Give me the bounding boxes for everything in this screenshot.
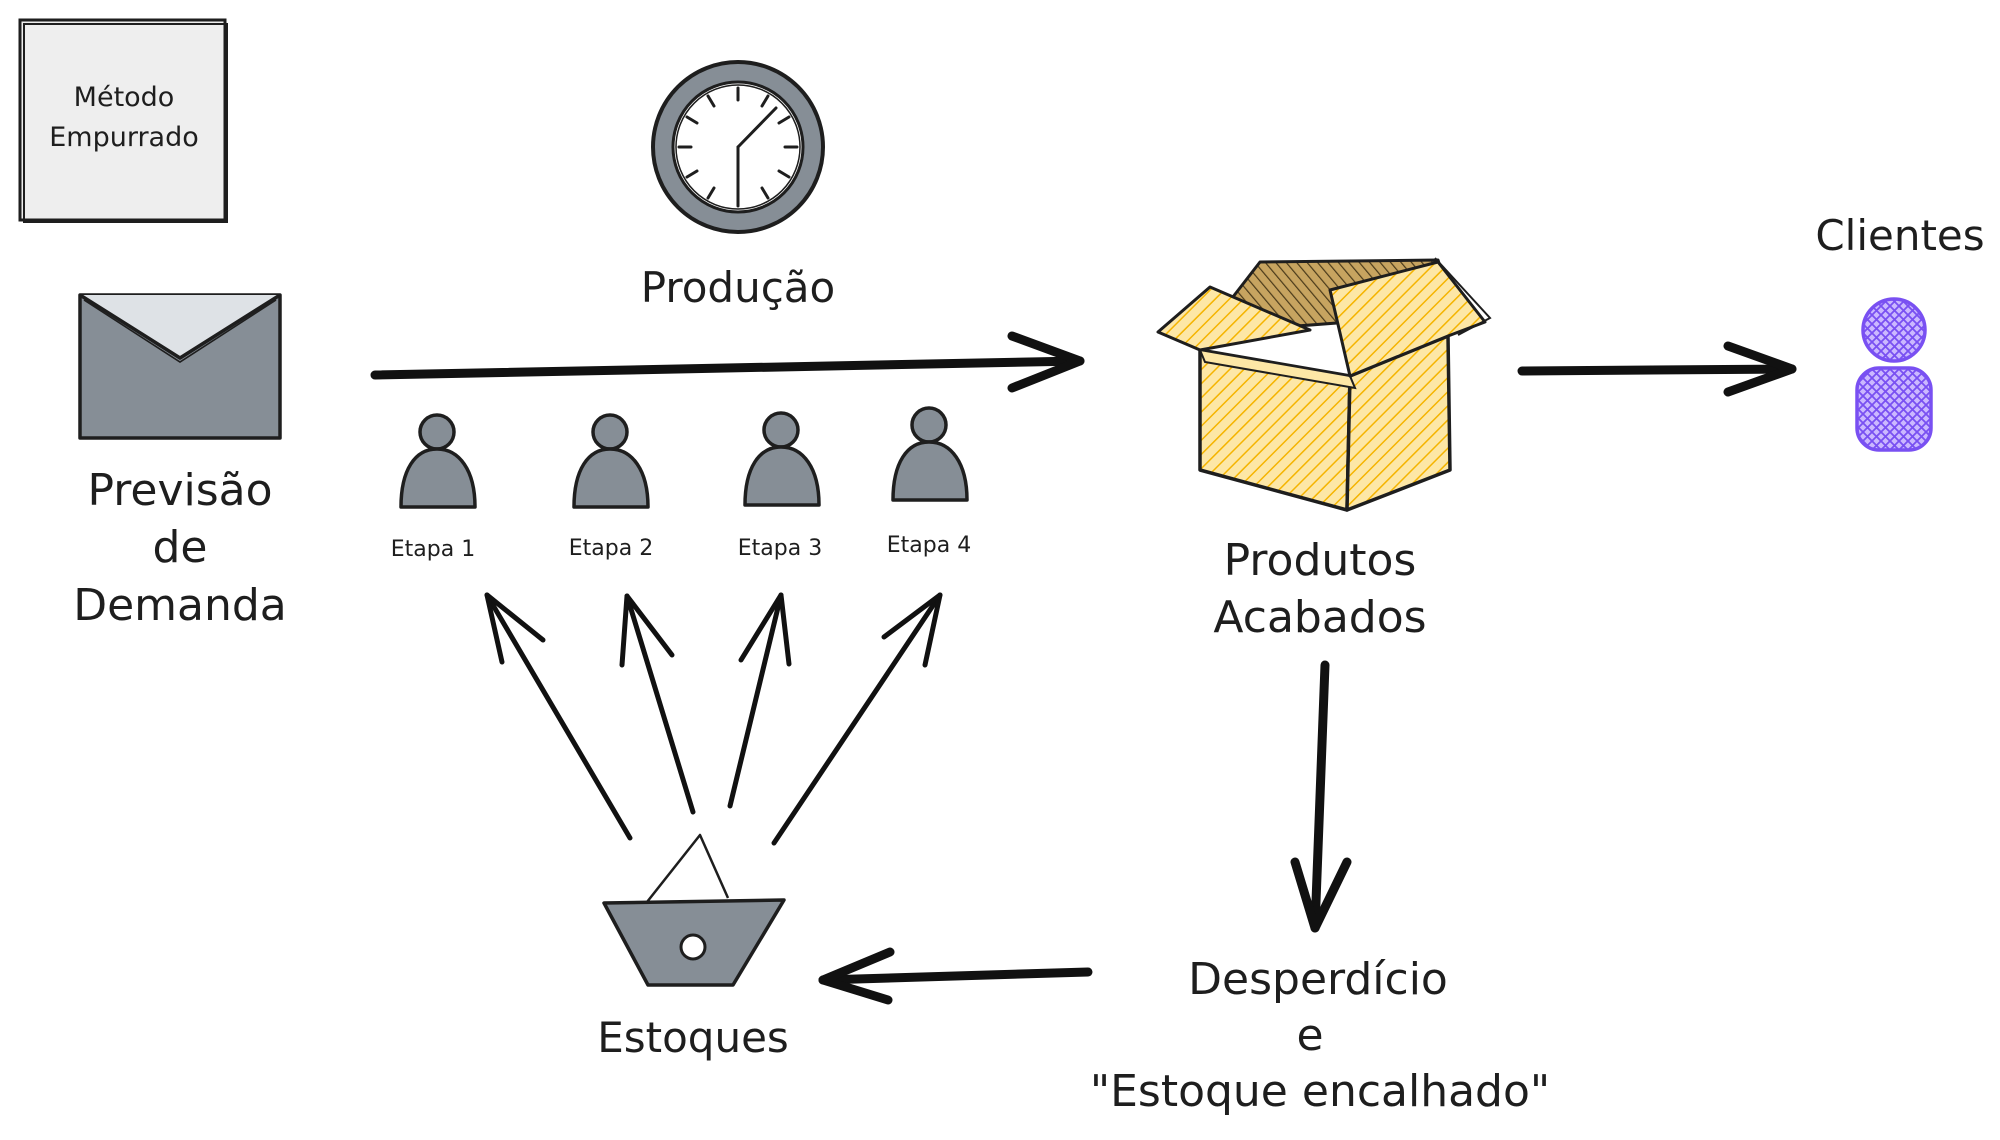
waste-line3: "Estoque encalhado" [1090,1066,1550,1117]
box-icon [1156,257,1492,512]
inventory-arrow [818,947,1093,1005]
waste-line1: Desperdício [1188,954,1448,1005]
arrow-to-stage-4 [771,592,943,846]
method-box-line2: Empurrado [49,122,199,153]
inventory-label: Estoques [597,1013,789,1062]
stage-label-1: Etapa 1 [391,537,475,562]
clock-icon [651,60,825,234]
envelope-icon [78,293,282,440]
worker-icon-1 [399,413,477,509]
production-arrow [370,331,1085,393]
clients-label: Clientes [1815,211,1984,260]
worker-icon-4 [891,406,969,502]
worker-icon-3 [743,411,821,507]
client-icon [1855,297,1933,452]
stage-label-2: Etapa 2 [569,536,653,561]
method-box-line1: Método [74,82,175,113]
method-box: Método Empurrado [18,18,228,223]
forecast-line1: Previsão [87,465,272,516]
stage-label-4: Etapa 4 [887,533,971,558]
finished-products-label: Produtos Acabados [1213,535,1426,643]
forecast-line3: Demanda [73,580,287,631]
arrow-to-stage-2 [619,593,696,815]
arrow-to-stage-1 [484,592,633,841]
finished-line1: Produtos [1224,535,1417,586]
stage-label-3: Etapa 3 [738,536,822,561]
basket-icon [602,833,786,987]
production-label: Produção [641,263,835,312]
waste-label: Desperdício e "Estoque encalhado" [1090,954,1550,1117]
finished-line2: Acabados [1213,592,1426,643]
forecast-line2: de [153,522,208,573]
waste-line2: e [1296,1010,1323,1061]
waste-arrow [1290,660,1352,933]
arrow-to-stage-3 [727,592,792,809]
inventory-to-stage-arrows [484,592,943,846]
forecast-label: Previsão de Demanda [73,465,287,631]
worker-icon-2 [572,413,650,509]
clients-arrow [1517,341,1797,397]
